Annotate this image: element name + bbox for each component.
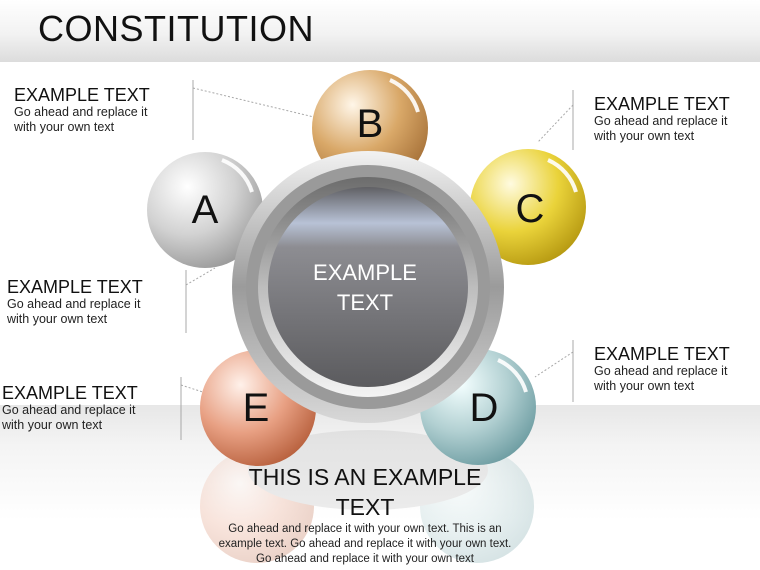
center-hub <box>232 151 504 423</box>
callout-body-line1: Go ahead and replace it <box>2 403 136 417</box>
callout-heading: EXAMPLE TEXT <box>14 85 150 105</box>
sphere-b-label: B <box>356 102 384 146</box>
callout-mid-left: EXAMPLE TEXT Go ahead and replace it wit… <box>7 277 143 327</box>
center-text-line2: TEXT <box>336 290 394 315</box>
callout-heading: EXAMPLE TEXT <box>2 383 138 403</box>
callout-body-line1: Go ahead and replace it <box>594 364 728 378</box>
sphere-a <box>147 152 263 268</box>
title-bar: CONSTITUTION <box>0 0 760 62</box>
sphere-a-label: A <box>191 188 219 232</box>
sphere-e-label: E <box>242 386 270 430</box>
floor-band <box>0 405 760 570</box>
center-text: EXAMPLE TEXT <box>290 258 440 318</box>
callout-bottom-left: EXAMPLE TEXT Go ahead and replace it wit… <box>2 383 138 433</box>
callout-bottom-right: EXAMPLE TEXT Go ahead and replace it wit… <box>594 344 730 394</box>
bottom-body: Go ahead and replace it with your own te… <box>205 522 525 567</box>
callout-body-line1: Go ahead and replace it <box>594 114 728 128</box>
callout-heading: EXAMPLE TEXT <box>7 277 143 297</box>
bottom-body-line2: example text. Go ahead and replace it wi… <box>218 538 512 550</box>
callout-heading: EXAMPLE TEXT <box>594 344 730 364</box>
callout-top-left: EXAMPLE TEXT Go ahead and replace it wit… <box>14 85 150 135</box>
sphere-c-label: C <box>515 187 545 231</box>
callout-body-line2: with your own text <box>7 312 108 326</box>
ball-reflections <box>200 430 534 563</box>
callout-body-line2: with your own text <box>594 129 695 143</box>
bottom-body-line3: Go ahead and replace it with your own te… <box>256 553 474 565</box>
bottom-heading-line1: THIS IS AN EXAMPLE <box>248 464 482 490</box>
bottom-heading: THIS IS AN EXAMPLE TEXT <box>215 462 515 522</box>
callout-heading: EXAMPLE TEXT <box>594 94 730 114</box>
sphere-c <box>470 149 586 265</box>
leader-lines <box>180 80 574 440</box>
callout-top-right: EXAMPLE TEXT Go ahead and replace it wit… <box>594 94 730 144</box>
callout-body-line2: with your own text <box>2 418 103 432</box>
sphere-d-label: D <box>469 386 499 430</box>
callout-body-line1: Go ahead and replace it <box>7 297 141 311</box>
callout-body-line2: with your own text <box>594 379 695 393</box>
callout-body-line1: Go ahead and replace it <box>14 105 148 119</box>
bottom-heading-line2: TEXT <box>335 494 395 520</box>
callout-body-line2: with your own text <box>14 120 115 134</box>
bottom-body-line1: Go ahead and replace it with your own te… <box>228 523 502 535</box>
center-text-line1: EXAMPLE <box>313 260 417 285</box>
slide-title: CONSTITUTION <box>38 8 314 49</box>
